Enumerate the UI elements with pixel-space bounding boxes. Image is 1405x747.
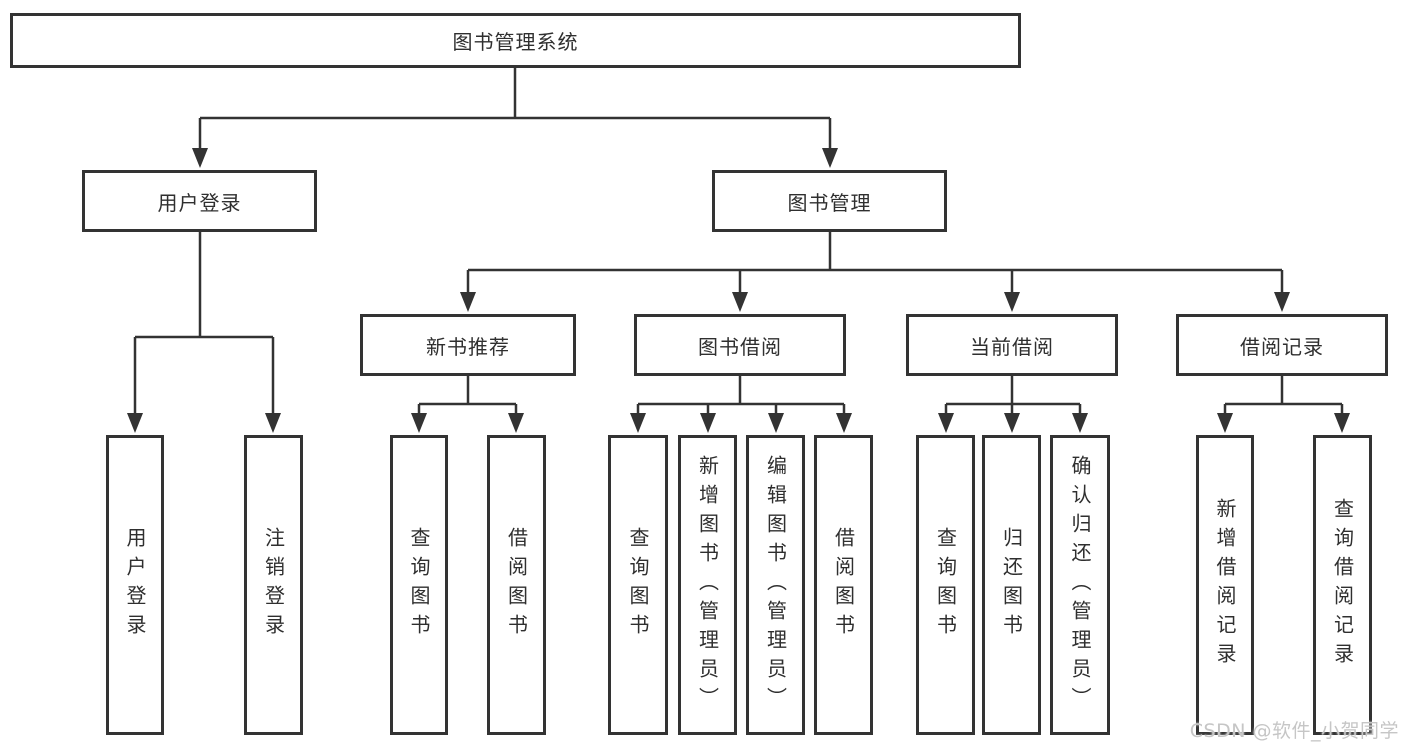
leaf-label: 借阅图书 (504, 527, 529, 643)
leaf-confirm-return-admin: 确认归还（管理员） (1050, 435, 1110, 735)
node-new-book-recommend: 新书推荐 (360, 314, 576, 376)
connector-root-to-level2 (192, 68, 838, 168)
node-book-management: 图书管理 (712, 170, 947, 232)
leaf-add-book-admin: 新增图书（管理员） (678, 435, 737, 735)
node-label: 图书管理 (787, 190, 872, 215)
node-borrow-record: 借阅记录 (1176, 314, 1388, 376)
leaf-query-book-3: 查询图书 (916, 435, 975, 735)
connector-book-borrow-children (630, 376, 852, 433)
leaf-query-borrow-record: 查询借阅记录 (1313, 435, 1372, 735)
leaf-query-book-2: 查询图书 (608, 435, 668, 735)
leaf-label: 注销登录 (261, 527, 286, 643)
leaf-label: 查询图书 (626, 527, 650, 643)
leaf-label: 查询借阅记录 (1330, 498, 1355, 672)
connector-borrow-record-children (1217, 376, 1350, 433)
leaf-label: 新增借阅记录 (1213, 498, 1237, 672)
node-label: 借阅记录 (1240, 334, 1324, 359)
node-user-login: 用户登录 (82, 170, 317, 232)
leaf-borrow-book-2: 借阅图书 (814, 435, 873, 735)
leaf-edit-book-admin: 编辑图书（管理员） (746, 435, 805, 735)
leaf-user-login: 用户登录 (106, 435, 164, 735)
leaf-logout: 注销登录 (244, 435, 303, 735)
node-book-borrow: 图书借阅 (634, 314, 846, 376)
connector-current-borrow-children (938, 376, 1088, 433)
leaf-label: 新增图书（管理员） (695, 454, 720, 716)
node-label: 用户登录 (157, 190, 242, 215)
node-current-borrow: 当前借阅 (906, 314, 1118, 376)
leaf-label: 查询图书 (407, 527, 431, 643)
node-root-system: 图书管理系统 (10, 13, 1021, 68)
leaf-label: 借阅图书 (831, 527, 856, 643)
leaf-label: 编辑图书（管理员） (763, 454, 788, 716)
csdn-watermark: CSDN @软件_小贺同学 (1189, 720, 1399, 742)
leaf-return-book: 归还图书 (982, 435, 1041, 735)
leaf-label: 查询图书 (933, 527, 958, 643)
connector-user-login-children (127, 232, 281, 433)
connector-new-book-children (411, 376, 524, 433)
leaf-label: 用户登录 (123, 527, 147, 643)
node-label: 新书推荐 (426, 334, 510, 359)
leaf-add-borrow-record: 新增借阅记录 (1196, 435, 1254, 735)
node-label: 图书管理系统 (452, 30, 579, 54)
leaf-borrow-book-1: 借阅图书 (487, 435, 546, 735)
leaf-label: 确认归还（管理员） (1068, 454, 1092, 716)
leaf-label: 归还图书 (999, 527, 1024, 643)
leaf-query-book-1: 查询图书 (390, 435, 448, 735)
node-label: 图书借阅 (698, 334, 782, 359)
connector-book-mgmt-to-level3 (460, 232, 1290, 312)
node-label: 当前借阅 (970, 334, 1054, 359)
